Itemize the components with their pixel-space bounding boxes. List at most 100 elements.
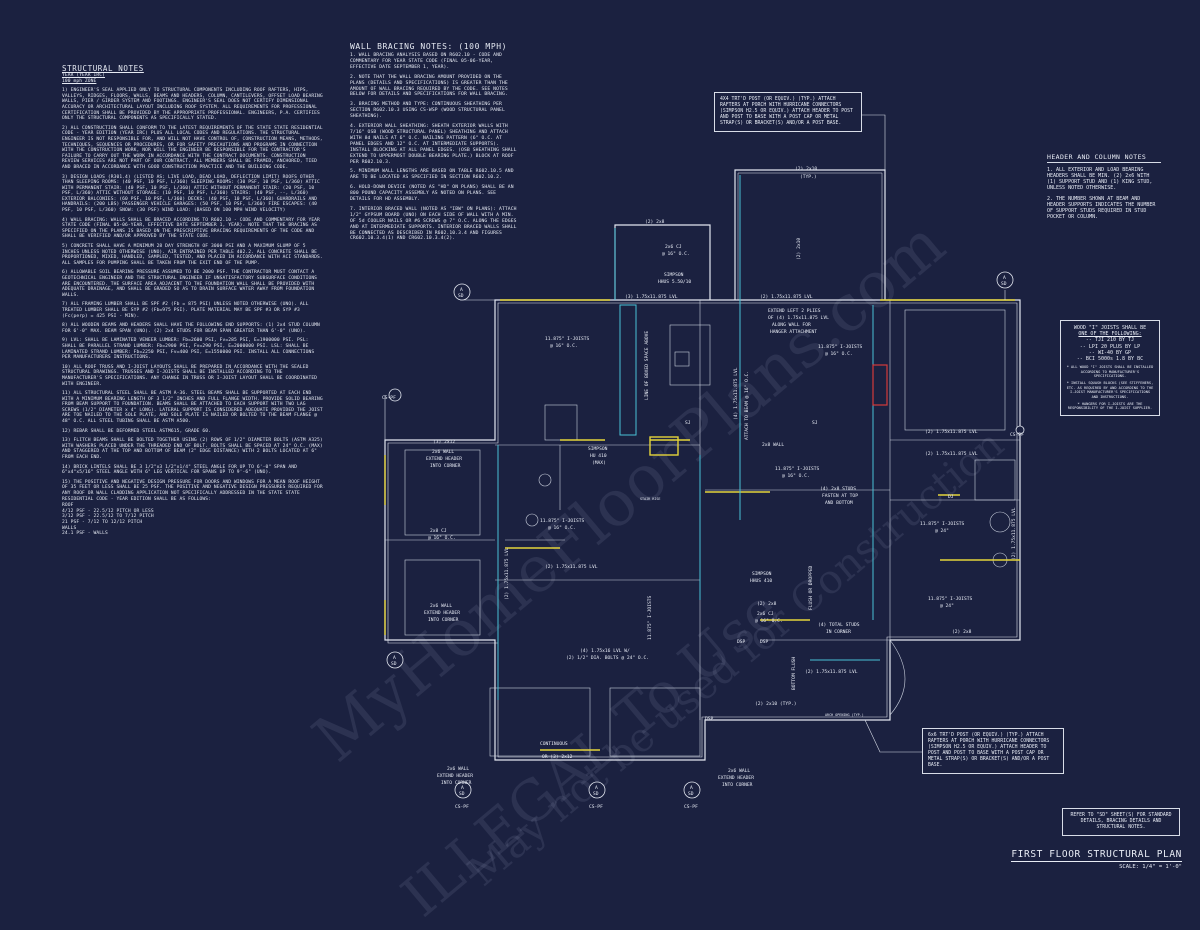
plan-label: INTO CORNER (722, 782, 753, 788)
plan-label: 2x6 CJ (757, 611, 774, 617)
plan-label: LINE OF BOXED SPACE ABOVE (644, 331, 650, 400)
porch-post-callout-top: 4X4 TRT'D POST (OR EQUIV.) (TYP.) ATTACH… (714, 92, 862, 132)
reference-note-box: REFER TO "SD" SHEET(S) FOR STANDARD DETA… (1062, 808, 1180, 836)
plan-label: (2) 2x8 (645, 219, 665, 225)
plan-label: A (1003, 275, 1006, 281)
cyan-framing-lines (497, 175, 880, 700)
plan-label: SJ (685, 420, 691, 426)
plan-label: (4) 1.75x16 LVL W/ (580, 648, 630, 654)
plan-label: (2) 1.75x11.875 LVL (925, 429, 978, 435)
plan-label: @ 24" (935, 528, 949, 534)
plan-label: (2) 1.75x11.875 LVL (545, 564, 598, 570)
plan-label: OF (4) 1.75x11.875 LVL (768, 315, 829, 321)
plan-label: @ 16" O.C. (782, 473, 810, 479)
plan-label: (2) 1.75x11.875 LVL (760, 294, 813, 300)
plan-labels: A SD A SD A SD A SD A SD A SD CS-PF CS-P… (382, 166, 1024, 810)
plan-label: 2x8 WALL (762, 442, 784, 448)
bracing-paragraph: 5. MINIMUM WALL LENGTHS ARE BASED ON TAB… (350, 169, 514, 181)
plan-label: (3) 1.75x11.875 LVL (625, 294, 678, 300)
header-column-note: 1. ALL EXTERIOR AND LOAD BEARING HEADERS… (1047, 167, 1153, 191)
plan-label: DJ (948, 494, 954, 500)
structural-notes-year: YEAR (YEAR IRC) (62, 73, 105, 78)
walls-line: 24.1 PSF - WALLS (62, 531, 108, 537)
sheet-scale: SCALE: 1/4" = 1'-0" (1119, 864, 1182, 870)
i-joist-line: -- TJI 210 BY TJ (1085, 337, 1135, 344)
plan-label: BOTTOM FLUSH (791, 657, 797, 690)
roof-line: 3/12 PSF - 22.5/12 TO 7/12 PITCH (62, 514, 154, 520)
plan-label: SD (459, 791, 465, 797)
note-paragraph: 3) DESIGN LOADS (R301.4) (LISTED AS: LIV… (62, 174, 320, 214)
plan-label: (4) TOTAL STUDS (818, 622, 860, 628)
plan-label: 2x6 WALL (447, 766, 469, 772)
plan-label: SJ (812, 420, 818, 426)
plan-label: 11.875" I-JOISTS (545, 336, 589, 342)
plan-label: CS-PF (1010, 432, 1024, 438)
plan-label: (2) 1.75x11.875 LVL (1011, 507, 1017, 560)
blueprint-sheet: MyHomeFloorPlans.com ILLEGAL To Use May … (62, 42, 1182, 930)
structural-notes-title: STRUCTURAL NOTES (62, 64, 144, 73)
plan-label: HHUS 410 (750, 578, 772, 584)
plan-label: (3) 2x12 (433, 439, 455, 445)
roof-line: 21 PSF - 7/12 TO 12/12 PITCH (62, 519, 143, 525)
roof-title: ROOF (62, 503, 74, 509)
beam-lines (384, 299, 1020, 751)
plan-label: INTO CORNER (430, 463, 461, 469)
note-paragraph: 11) ALL STRUCTURAL STEEL SHALL BE ASTM A… (62, 391, 323, 425)
i-joist-line: WOOD "I" JOISTS SHALL BE (1073, 325, 1147, 331)
plan-label: DSP (737, 639, 746, 645)
interior-walls (385, 300, 1020, 757)
walls-title: WALLS (62, 525, 77, 531)
plan-label: (2) 1.75x11.875 LVL (504, 547, 510, 600)
i-joist-small-note: * HANGERS FOR I-JOISTS ARE THE RESPONSIB… (1067, 402, 1153, 411)
plan-label: 2x6 WALL (432, 449, 454, 455)
plan-label: SD (688, 791, 694, 797)
plan-label: SD (593, 791, 599, 797)
note-paragraph: 9) LVL: SHALL BE LAMINATED VENEER LUMBER… (62, 338, 315, 361)
plan-label: INTO CORNER (428, 617, 459, 623)
plan-label: SIMPSON (664, 272, 684, 278)
bracing-paragraph: 7. INTERIOR BRACED WALL (NOTED AS "IBW" … (350, 206, 517, 242)
plan-label: A (595, 785, 598, 791)
plan-label: IN CORNER (826, 629, 851, 635)
bracing-paragraph: 1. WALL BRACING ANALYSIS BASED ON R602.1… (350, 53, 502, 70)
plan-label: @ 16" O.C. (825, 351, 853, 357)
plan-label: 11.875" I-JOISTS (928, 596, 972, 602)
plan-label: @ 16" O.C. (755, 618, 783, 624)
plan-label: FASTEN AT TOP (822, 493, 858, 499)
plan-label: 11.875" I-JOISTS (920, 521, 964, 527)
note-paragraph: 12) REBAR SHALL BE DEFORMED STEEL ASTM61… (62, 428, 212, 434)
plan-label: EXTEND HEADER (426, 456, 462, 462)
note-paragraph: 8) ALL WOODEN BEAMS AND HEADERS SHALL HA… (62, 323, 320, 334)
wall-bracing-notes: WALL BRACING NOTES: (100 MPH) 1. WALL BR… (350, 42, 518, 246)
plan-label: AND BOTTOM (825, 500, 853, 506)
plan-label: SIMPSON (588, 446, 608, 452)
plan-label: FLUSH OR DROPPED (808, 566, 814, 610)
plan-label: INTO CORNER (441, 780, 472, 786)
note-paragraph: 2) ALL CONSTRUCTION SHALL CONFORM TO THE… (62, 125, 323, 170)
plan-label: (2) 2x10 (796, 238, 802, 260)
plan-label: (2) 1.75x11.875 LVL (925, 451, 978, 457)
plan-label: 2x8 CJ (430, 528, 447, 534)
plan-label: @ 24" (940, 603, 954, 609)
plan-label: EXTEND HEADER (424, 610, 460, 616)
bracing-paragraph: 3. BRACING METHOD AND TYPE: CONTINUOUS S… (350, 102, 505, 120)
bracing-paragraph: 2. NOTE THAT THE WALL BRACING AMOUNT PRO… (350, 74, 508, 98)
plan-label: ATTACH TO BEAM @ 16" O.C. (744, 371, 750, 440)
i-joist-line: ONE OF THE FOLLOWING: (1078, 331, 1142, 338)
plan-label: (2) 2x10 (795, 166, 817, 172)
plan-label: DSP (760, 639, 769, 645)
plan-label: HU 410 (590, 453, 607, 459)
plan-label: A (461, 785, 464, 791)
red-marker (872, 364, 888, 406)
note-paragraph: 6) ALLOWABLE SOIL BEARING PRESSURE ASSUM… (62, 270, 318, 298)
porch-post-callout-bottom: 6x6 TRT'D POST (OR EQUIV.) (TYP.) ATTACH… (922, 728, 1064, 774)
plan-label: ALONG WALL FOR (772, 322, 811, 328)
note-paragraph: 13) FLITCH BEAMS SHALL BE BOLTED TOGETHE… (62, 438, 323, 461)
plan-label: EXTEND HEADER (437, 773, 473, 779)
header-column-notes-title: HEADER AND COLUMN NOTES (1047, 154, 1161, 163)
plan-label: ARCH OPENING (TYP.) (825, 713, 864, 717)
plan-label: (2) 2x8 (952, 629, 972, 635)
plan-label: CS-PF (382, 395, 396, 401)
i-joist-small-note: * INSTALL SQUASH BLOCKS (SEE STIFFENERS,… (1066, 381, 1154, 399)
structural-notes-wind: 100 mph ZONE (62, 78, 97, 84)
